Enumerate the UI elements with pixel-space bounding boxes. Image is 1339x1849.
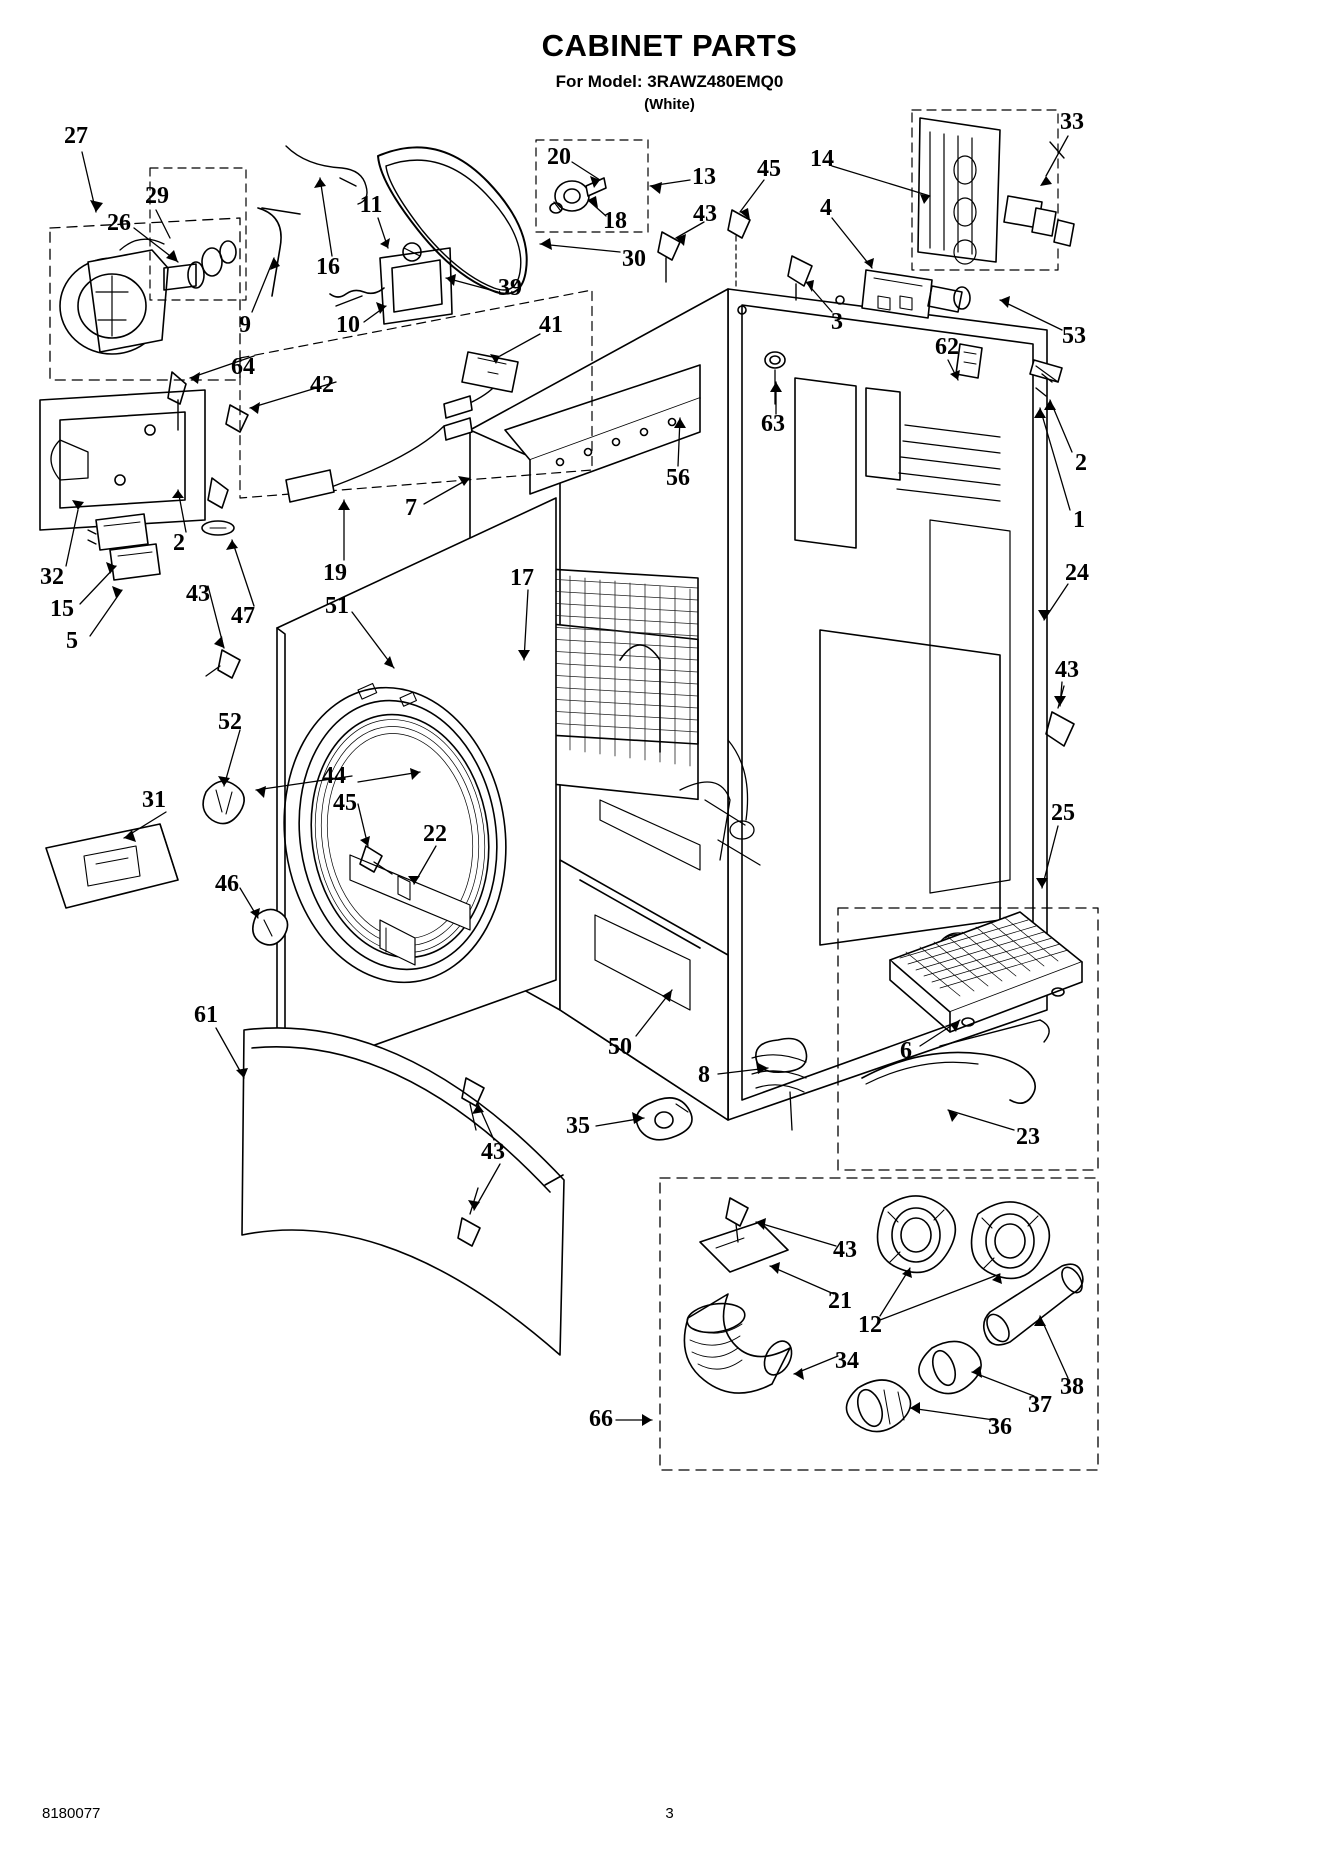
callout-number: 39 bbox=[498, 275, 522, 301]
callout-number: 11 bbox=[359, 192, 383, 218]
callout-number: 37 bbox=[1028, 1392, 1052, 1418]
callout-number: 2 bbox=[1075, 450, 1087, 476]
callout-number: 25 bbox=[1051, 800, 1075, 826]
callout-number: 62 bbox=[935, 334, 959, 360]
callout-number: 15 bbox=[50, 596, 74, 622]
page-title: CABINET PARTS bbox=[541, 28, 798, 63]
callout-number: 46 bbox=[215, 871, 239, 897]
callout-number: 20 bbox=[547, 144, 571, 170]
callout-number: 61 bbox=[194, 1002, 218, 1028]
callout-number: 17 bbox=[510, 565, 534, 591]
callout-number: 53 bbox=[1062, 323, 1086, 349]
callout-number: 43 bbox=[1055, 657, 1079, 683]
callout-number: 50 bbox=[608, 1034, 632, 1060]
callout-number: 26 bbox=[107, 210, 131, 236]
document-number: 8180077 bbox=[42, 1805, 101, 1822]
callout-number: 8 bbox=[698, 1062, 710, 1088]
callout-number: 2 bbox=[173, 530, 185, 556]
callout-number: 42 bbox=[310, 372, 334, 398]
callout-number: 19 bbox=[323, 560, 347, 586]
callout-number: 56 bbox=[666, 465, 690, 491]
callout-number: 6 bbox=[900, 1038, 912, 1064]
callout-number: 35 bbox=[566, 1113, 590, 1139]
callout-number: 27 bbox=[64, 123, 88, 149]
callout-number: 22 bbox=[423, 821, 447, 847]
callout-number: 66 bbox=[589, 1406, 613, 1432]
callout-number: 21 bbox=[828, 1288, 852, 1314]
callout-number: 43 bbox=[481, 1139, 505, 1165]
callout-number: 33 bbox=[1060, 109, 1084, 135]
callout-number: 32 bbox=[40, 564, 64, 590]
callout-number: 30 bbox=[622, 246, 646, 272]
callout-number: 14 bbox=[810, 146, 834, 172]
callout-number: 64 bbox=[231, 354, 255, 380]
callout-number: 43 bbox=[833, 1237, 857, 1263]
callout-number: 16 bbox=[316, 254, 340, 280]
callout-number: 12 bbox=[858, 1312, 882, 1338]
callout-number: 9 bbox=[239, 312, 251, 338]
page-number: 3 bbox=[665, 1805, 674, 1822]
callout-number: 41 bbox=[539, 312, 563, 338]
callout-number: 47 bbox=[231, 603, 255, 629]
callout-number: 44 bbox=[322, 763, 346, 789]
callout-number: 52 bbox=[218, 709, 242, 735]
callout-number: 1 bbox=[1073, 507, 1085, 533]
callout-number: 36 bbox=[988, 1414, 1012, 1440]
callout-number: 34 bbox=[835, 1348, 859, 1374]
callout-number: 38 bbox=[1060, 1374, 1084, 1400]
callout-number: 45 bbox=[757, 156, 781, 182]
callout-number: 24 bbox=[1065, 560, 1089, 586]
callout-number: 63 bbox=[761, 411, 785, 437]
callout-number: 23 bbox=[1016, 1124, 1040, 1150]
color-line: (White) bbox=[644, 96, 695, 113]
callout-number: 43 bbox=[186, 581, 210, 607]
model-line: For Model: 3RAWZ480EMQ0 bbox=[555, 72, 784, 91]
callout-number: 7 bbox=[405, 495, 417, 521]
callout-number: 31 bbox=[142, 787, 166, 813]
callout-number: 10 bbox=[336, 312, 360, 338]
callout-number: 13 bbox=[692, 164, 716, 190]
callout-number: 43 bbox=[693, 201, 717, 227]
callout-number: 4 bbox=[820, 195, 832, 221]
callout-number: 29 bbox=[145, 183, 169, 209]
callout-number: 51 bbox=[325, 593, 349, 619]
callout-number: 3 bbox=[831, 309, 843, 335]
callout-number: 5 bbox=[66, 628, 78, 654]
callout-number: 18 bbox=[603, 208, 627, 234]
callout-number: 45 bbox=[333, 790, 357, 816]
